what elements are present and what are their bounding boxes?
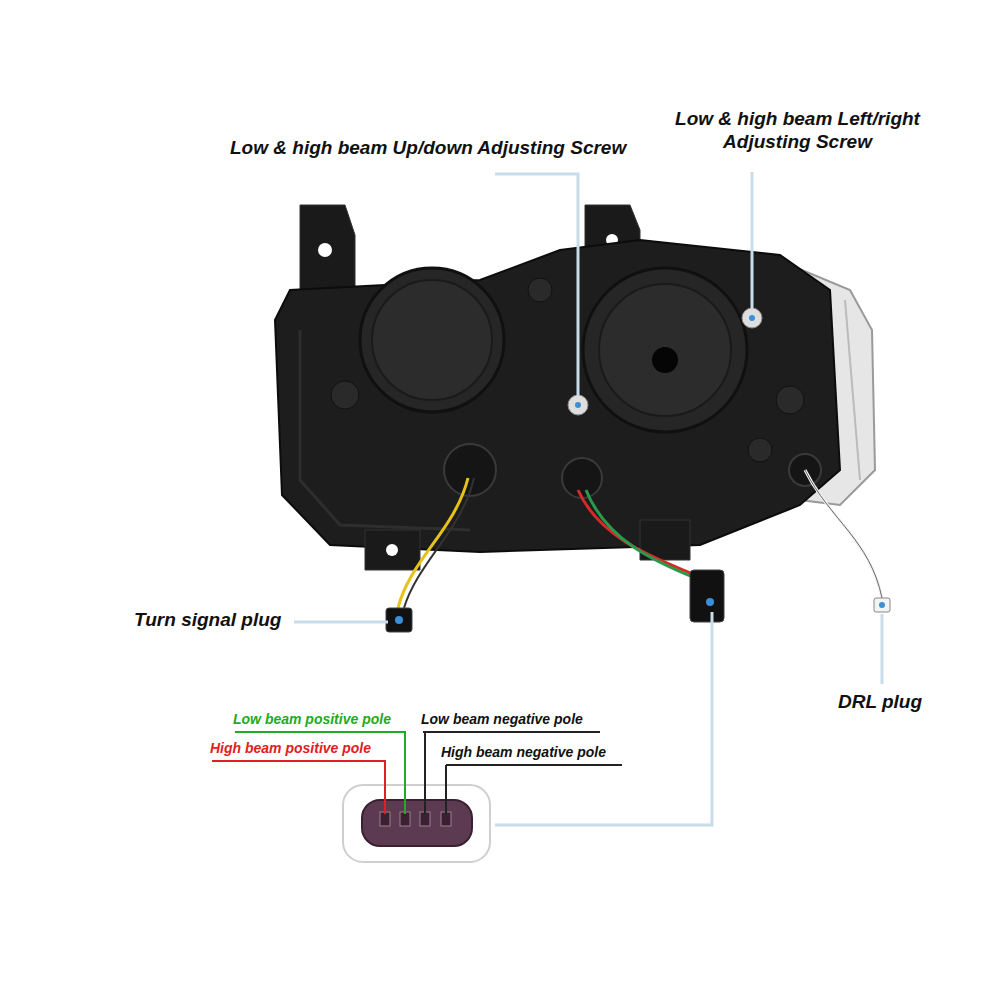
callout-label: DRL plug	[838, 691, 922, 714]
callout-label: High beam negative pole	[441, 744, 606, 761]
callout-label: Low beam negative pole	[421, 711, 583, 728]
callout-label: Low & high beam Up/down Adjusting Screw	[230, 137, 626, 160]
callout-label: Turn signal plug	[134, 609, 281, 632]
callout-label: Low beam positive pole	[233, 711, 391, 728]
callout-label: High beam positive pole	[210, 740, 371, 757]
callout-label: Low & high beam Left/right Adjusting Scr…	[655, 108, 940, 154]
